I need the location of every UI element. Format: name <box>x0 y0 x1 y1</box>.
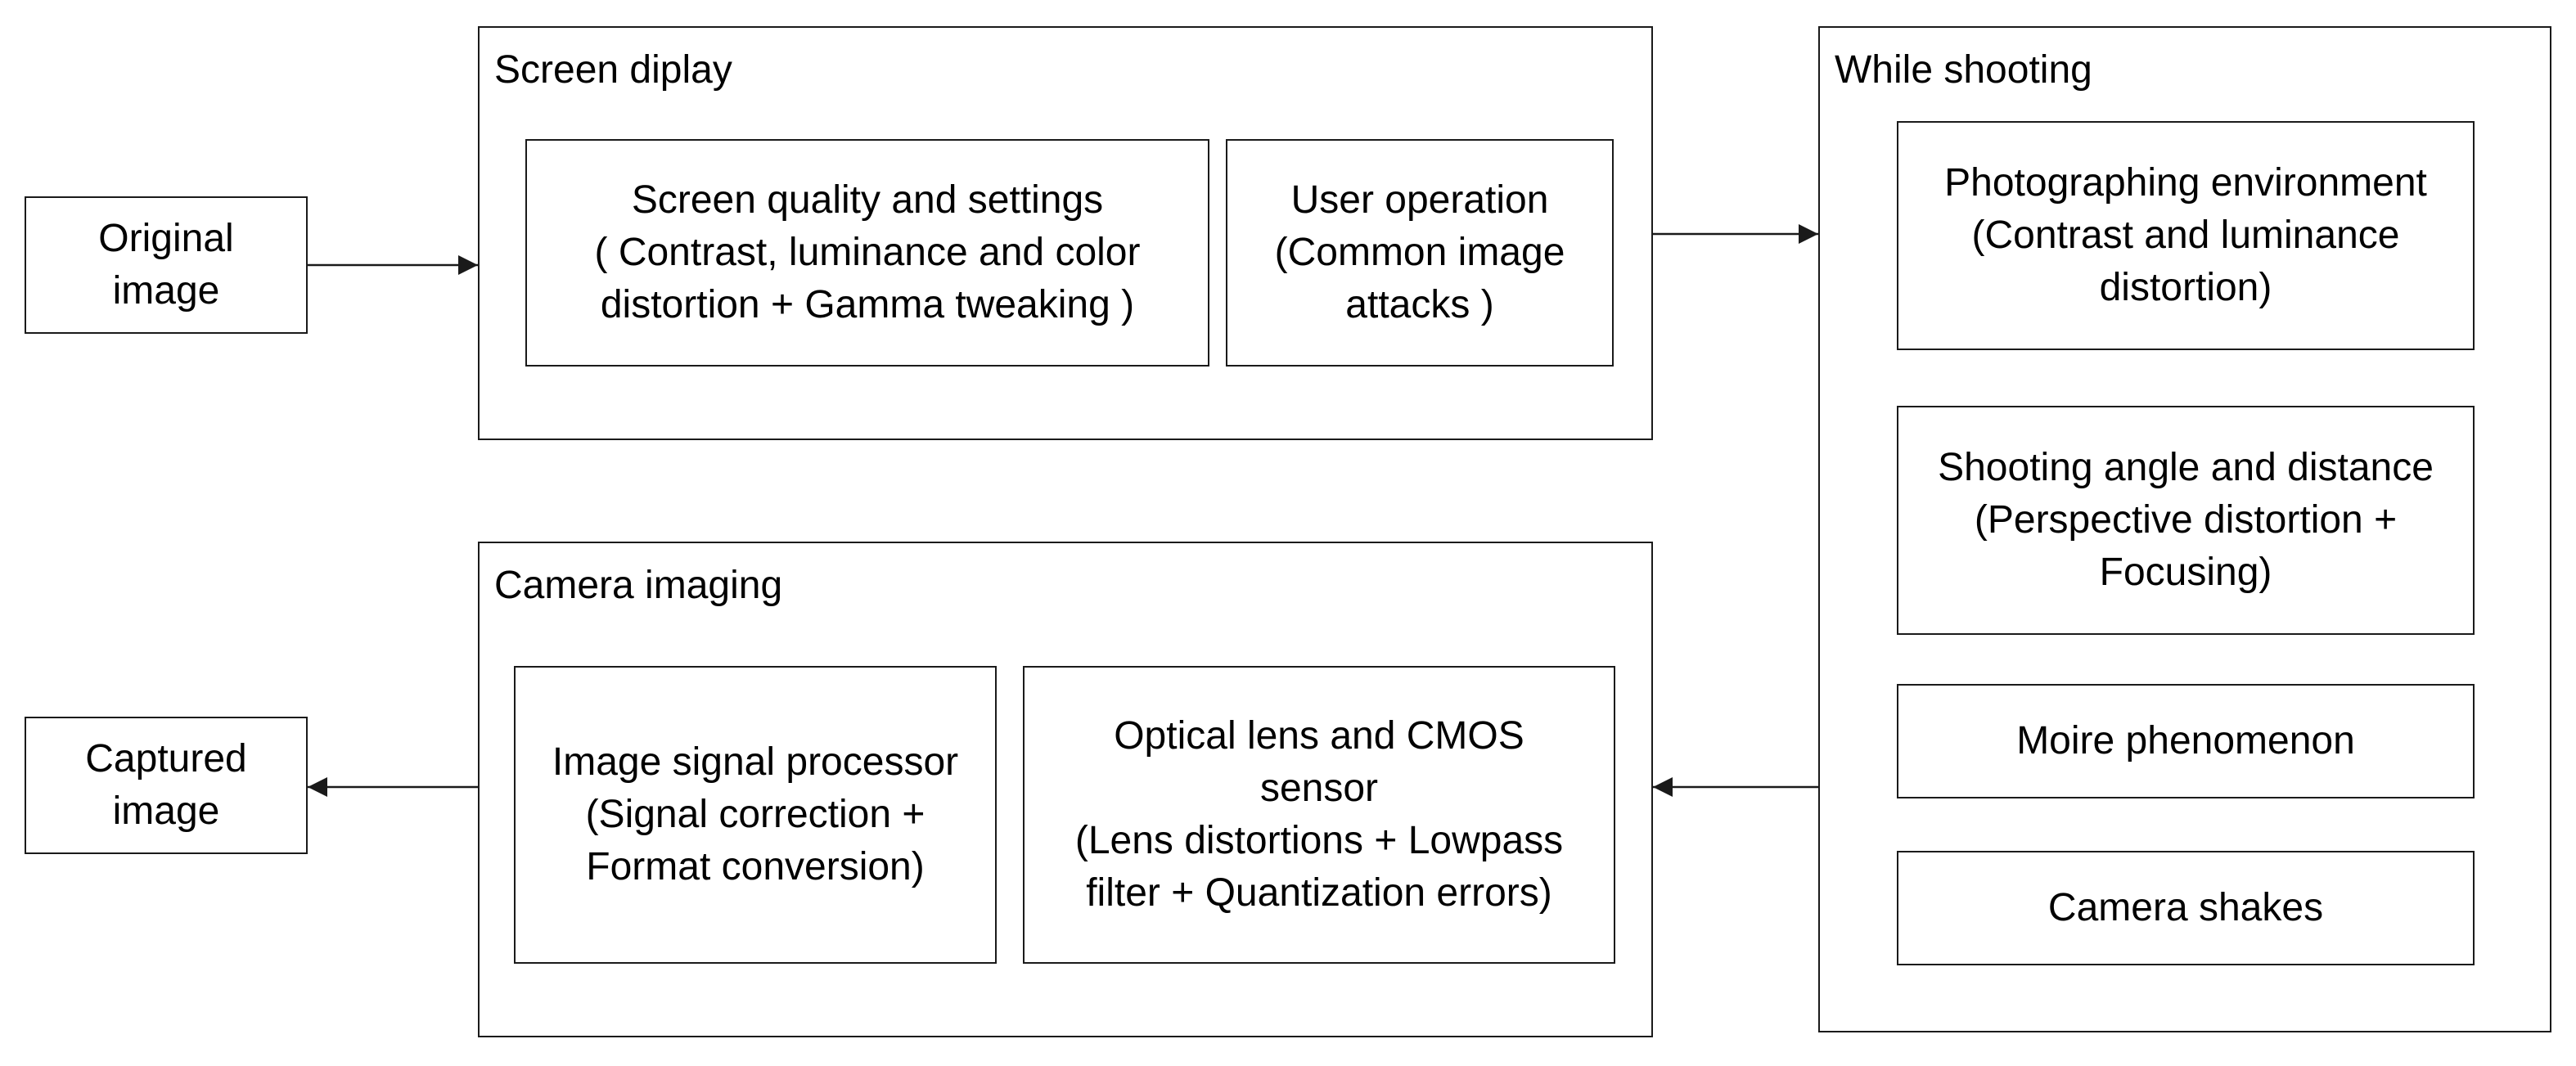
optical-lens-node: Optical lens and CMOS sensor (Lens disto… <box>1023 666 1615 964</box>
original-image-label: Original image <box>98 217 234 313</box>
camera-imaging-title: Camera imaging <box>494 564 783 607</box>
camera-shakes-label: Camera shakes <box>2047 886 2324 929</box>
captured-image-label: Captured image <box>85 737 247 833</box>
screen-display-title: Screen diplay <box>494 48 732 92</box>
photographing-environment-node: Photographing environment (Contrast and … <box>1897 121 2475 350</box>
image-signal-processor-label: Image signal processor (Signal correctio… <box>552 740 959 888</box>
user-operation-node: User operation (Common image attacks ) <box>1226 139 1614 367</box>
optical-lens-label: Optical lens and CMOS sensor (Lens disto… <box>1074 714 1564 915</box>
original-image-node: Original image <box>25 196 308 334</box>
captured-image-node: Captured image <box>25 717 308 854</box>
camera-shakes-node: Camera shakes <box>1897 851 2475 965</box>
screen-quality-node: Screen quality and settings ( Contrast, … <box>525 139 1209 367</box>
shooting-angle-label: Shooting angle and distance (Perspective… <box>1938 446 2434 594</box>
moire-node: Moire phenomenon <box>1897 684 2475 798</box>
while-shooting-title: While shooting <box>1835 48 2092 92</box>
user-operation-label: User operation (Common image attacks ) <box>1274 178 1565 326</box>
screen-quality-label: Screen quality and settings ( Contrast, … <box>594 178 1141 326</box>
photographing-environment-label: Photographing environment (Contrast and … <box>1944 161 2427 309</box>
shooting-angle-node: Shooting angle and distance (Perspective… <box>1897 406 2475 635</box>
moire-label: Moire phenomenon <box>2016 719 2355 762</box>
image-signal-processor-node: Image signal processor (Signal correctio… <box>514 666 997 964</box>
